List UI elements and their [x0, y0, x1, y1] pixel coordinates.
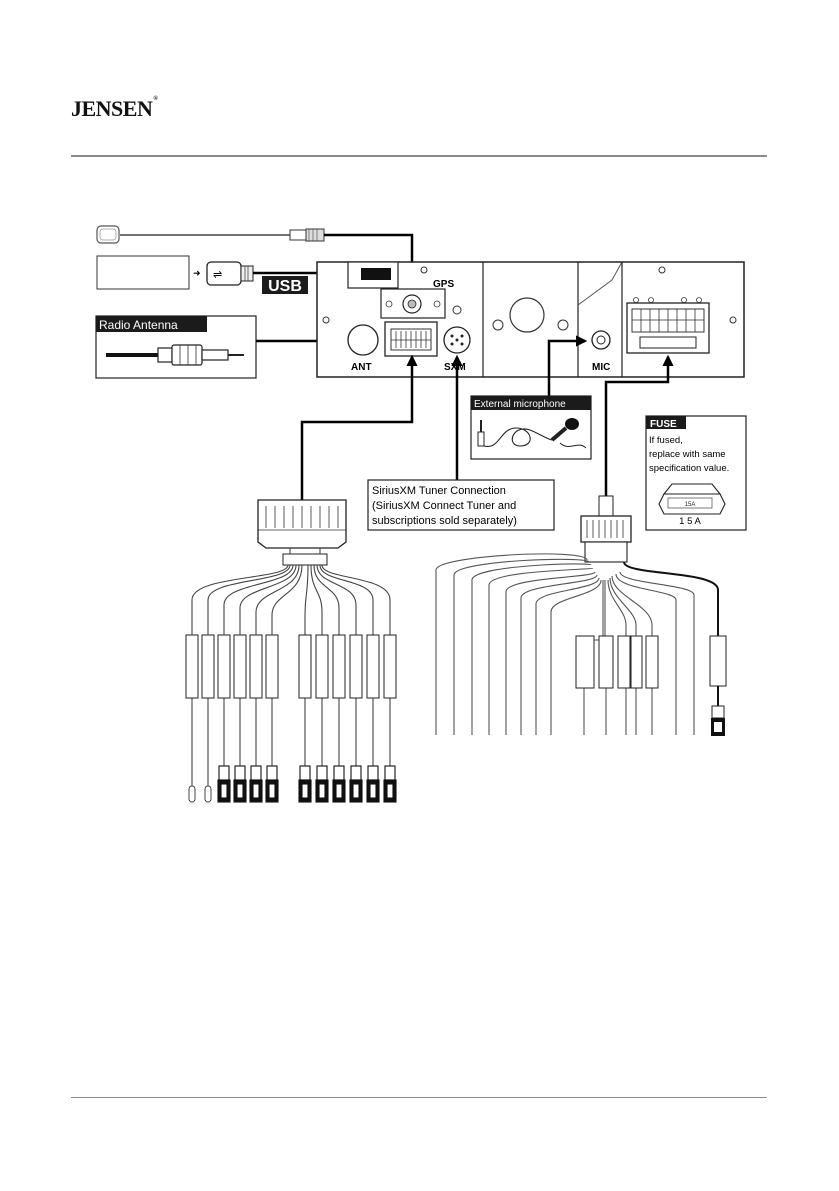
mic-port-label: MIC	[592, 362, 610, 373]
radio-antenna: Radio Antenna	[96, 316, 337, 378]
gps-port-label: GPS	[433, 279, 454, 290]
fuse-note: FUSE If fused, replace with same specifi…	[646, 416, 746, 530]
fuse-marking: 15A	[685, 502, 696, 508]
ant-port-label: ANT	[351, 362, 372, 373]
svg-text:➜: ➜	[193, 268, 201, 278]
head-unit-back-panel: GPS ANT SXM MIC	[317, 262, 744, 377]
siriusxm-line-3: subscriptions sold separately)	[372, 515, 517, 527]
svg-text:⇌: ⇌	[213, 269, 222, 281]
siriusxm-note: SiriusXM Tuner Connection (SiriusXM Conn…	[368, 480, 554, 530]
fuse-line-3: specification value.	[649, 463, 729, 474]
fuse-title: FUSE	[650, 419, 677, 430]
main-harness-arrow	[302, 357, 412, 500]
radio-antenna-label: Radio Antenna	[99, 318, 178, 332]
usb-label: USB	[268, 278, 302, 295]
sxm-port-label: SXM	[444, 362, 466, 373]
fuse-line-2: replace with same	[649, 449, 726, 460]
fuse-rating: 1 5 A	[679, 516, 701, 527]
main-wiring-harness	[186, 500, 396, 802]
fuse-line-1: If fused,	[649, 435, 683, 446]
power-wiring-harness	[436, 496, 726, 736]
external-microphone-label: External microphone	[474, 399, 566, 410]
siriusxm-line-2: (SiriusXM Connect Tuner and	[372, 500, 516, 512]
siriusxm-line-1: SiriusXM Tuner Connection	[372, 485, 506, 497]
external-microphone: External microphone	[471, 396, 591, 459]
